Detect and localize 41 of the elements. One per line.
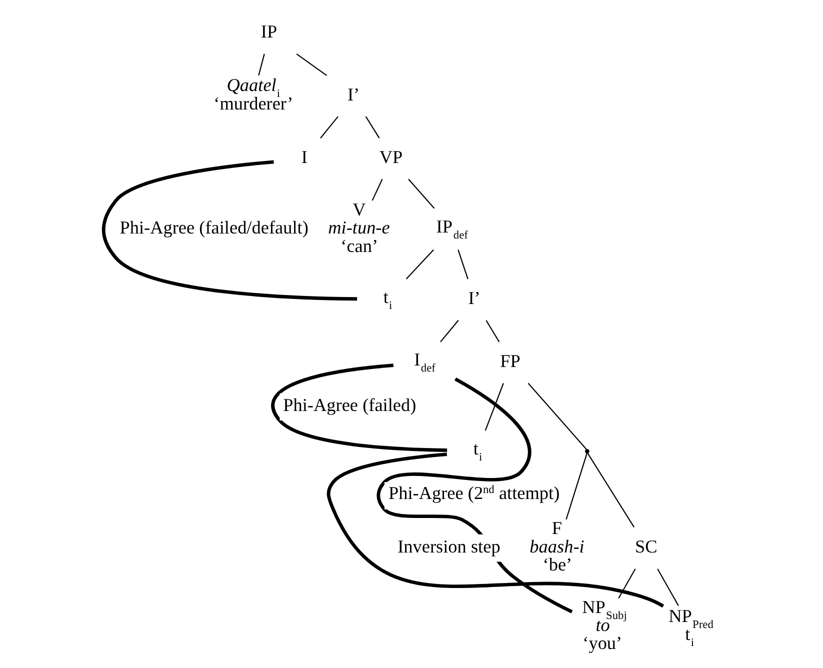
node-text: Qaatel$_{i}$ ‘murderer’ <box>213 75 293 114</box>
node-text: I’ <box>346 84 360 104</box>
node-text: t$_{i}$ <box>382 287 392 312</box>
connector <box>296 53 326 76</box>
connector <box>258 54 264 76</box>
node-point <box>584 449 589 454</box>
node-text: NP$_{Pred}$ t$_{i}$ <box>668 606 713 650</box>
edge-label: Phi-Agree (2$^{nd}$ attempt) <box>388 482 560 503</box>
connector <box>565 452 588 520</box>
connector <box>371 178 382 201</box>
connector <box>270 364 447 452</box>
node-text: V mi-tun-e ‘can’ <box>328 199 390 256</box>
node-text: VP <box>378 146 402 167</box>
connector <box>101 160 357 301</box>
connector <box>326 452 664 608</box>
connector <box>405 249 434 280</box>
connector <box>364 116 380 138</box>
edge-label: Inversion step <box>397 536 500 556</box>
connector <box>320 116 338 138</box>
connector <box>586 452 634 528</box>
connector <box>618 568 636 598</box>
node-text: FP <box>500 350 520 371</box>
node-text: I$_{def}$ <box>414 350 435 375</box>
connector <box>484 383 504 431</box>
connector <box>376 378 572 614</box>
node-text: t$_{i}$ <box>472 438 482 464</box>
node-text: NP$_{Subj}$ to ‘you’ <box>582 596 626 654</box>
node-text: F baash-i ‘be’ <box>529 518 584 575</box>
node-text: IP$_{def}$ <box>436 216 468 242</box>
connector <box>656 568 678 606</box>
connector <box>485 320 500 342</box>
connector <box>440 320 458 342</box>
node-text: I <box>300 146 307 167</box>
connector <box>527 382 587 450</box>
node-text: IP <box>260 22 277 42</box>
connector <box>457 250 468 280</box>
edge-label: Phi-Agree (failed/default) <box>119 218 308 238</box>
node-text: SC <box>634 536 657 556</box>
connector <box>408 178 434 209</box>
edge-label: Phi-Agree (failed) <box>282 395 416 416</box>
node-text: I’ <box>468 288 480 308</box>
